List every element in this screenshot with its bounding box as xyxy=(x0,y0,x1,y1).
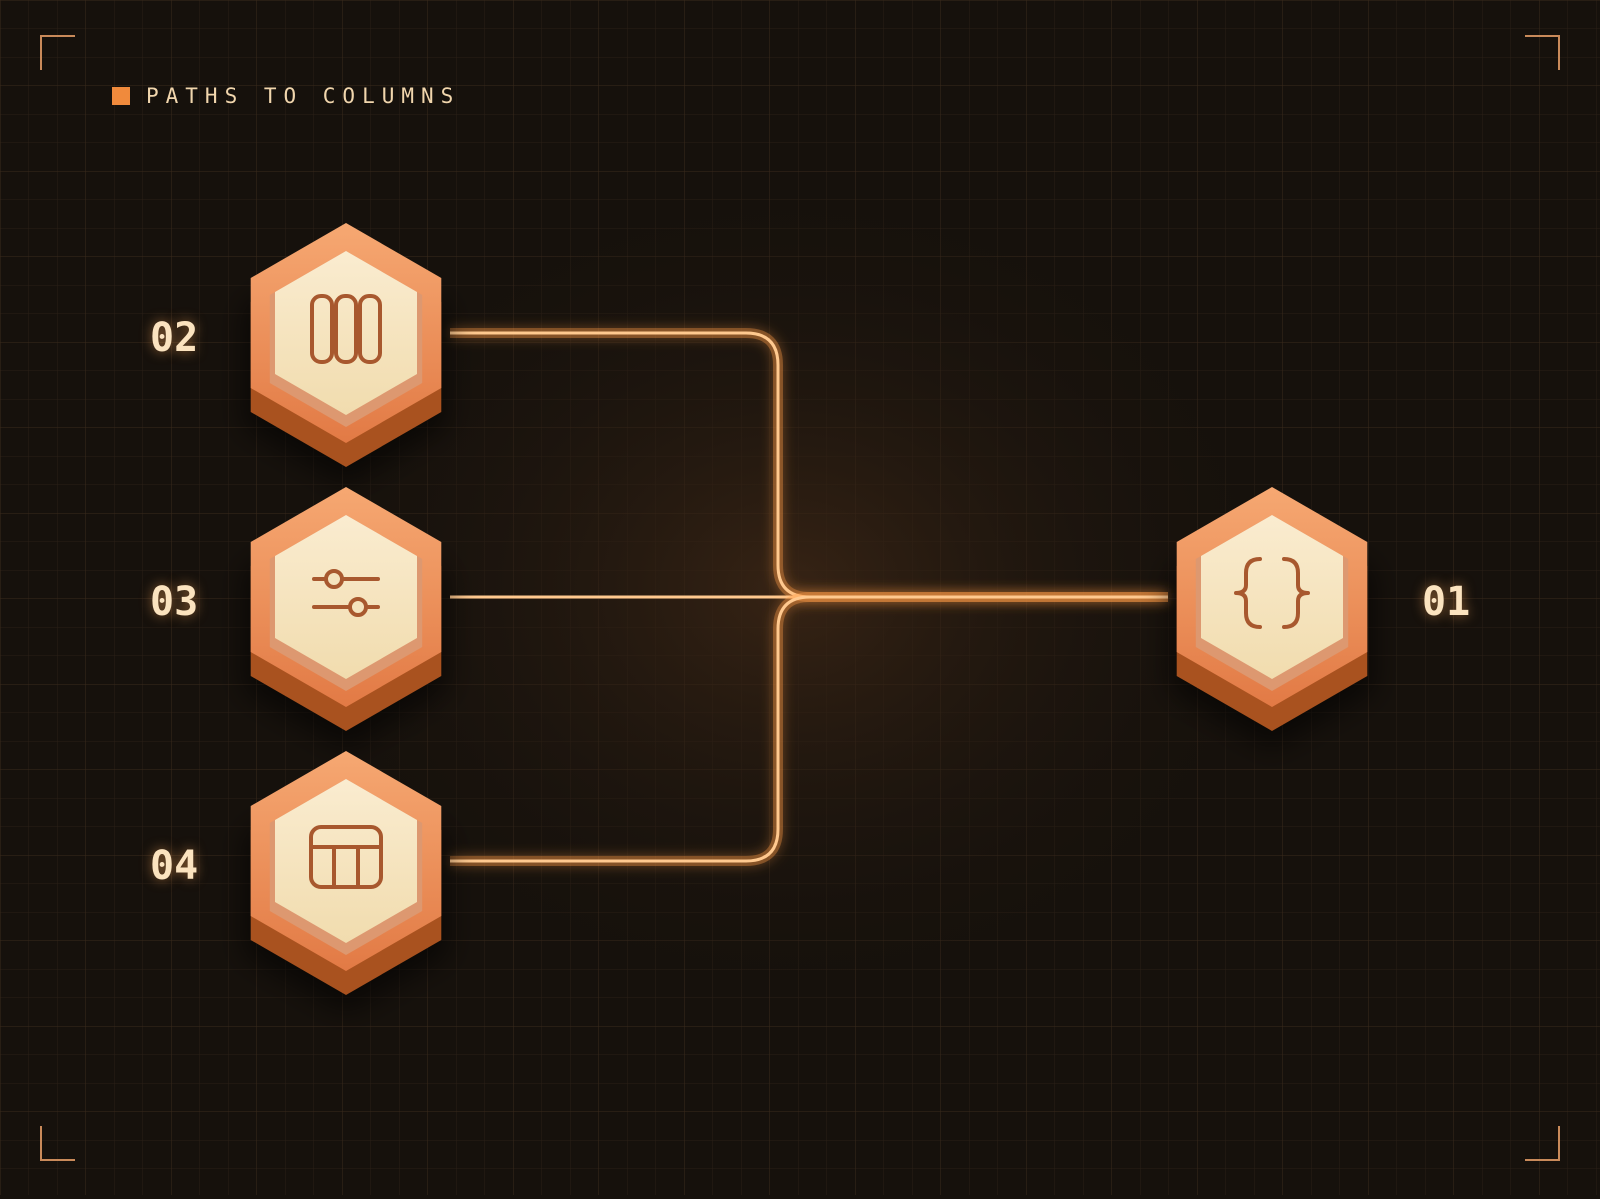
node-inner-face xyxy=(275,779,417,943)
node-02[interactable] xyxy=(243,223,449,485)
sliders-icon xyxy=(312,569,380,617)
nodes-layer xyxy=(243,223,1375,1013)
node-label-01: 01 xyxy=(1422,579,1471,625)
edges-layer xyxy=(450,328,1168,866)
node-inner-face xyxy=(1201,515,1343,679)
title-marker-icon xyxy=(112,87,130,105)
node-01[interactable] xyxy=(1169,487,1375,749)
node-label-02: 02 xyxy=(150,315,199,361)
title-text: PATHS TO COLUMNS xyxy=(146,84,461,108)
columns-icon xyxy=(310,294,382,364)
table-icon xyxy=(309,825,383,889)
node-inner-face xyxy=(275,251,417,415)
node-label-04: 04 xyxy=(150,843,199,889)
node-04[interactable] xyxy=(243,751,449,1013)
node-label-03: 03 xyxy=(150,579,199,625)
corner-bottom-right xyxy=(1525,1126,1560,1161)
edge-04-to-01 xyxy=(450,592,1168,866)
corner-bottom-left xyxy=(40,1126,75,1161)
diagram-title: PATHS TO COLUMNS xyxy=(112,80,460,112)
node-03[interactable] xyxy=(243,487,449,749)
node-inner-face xyxy=(275,515,417,679)
curly-braces-icon xyxy=(1234,557,1310,629)
corner-top-left xyxy=(40,35,75,70)
corner-top-right xyxy=(1525,35,1560,70)
corner-brackets xyxy=(40,35,1560,1161)
